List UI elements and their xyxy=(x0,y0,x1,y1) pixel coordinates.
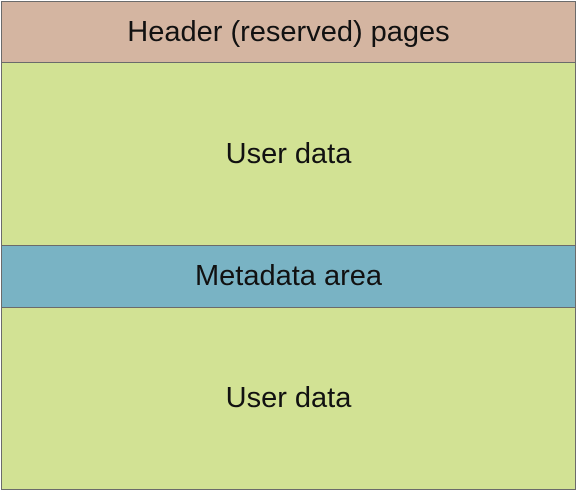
user-data-label-2: User data xyxy=(225,382,352,414)
metadata-area-label: Metadata area xyxy=(194,260,382,292)
header-reserved-pages-region: Header (reserved) pages xyxy=(2,2,575,63)
user-data-region-2: User data xyxy=(2,308,575,489)
header-region-label: Header (reserved) pages xyxy=(127,15,450,48)
user-data-region-1: User data xyxy=(2,63,575,246)
metadata-area-region: Metadata area xyxy=(2,246,575,308)
user-data-label-1: User data xyxy=(225,137,352,170)
